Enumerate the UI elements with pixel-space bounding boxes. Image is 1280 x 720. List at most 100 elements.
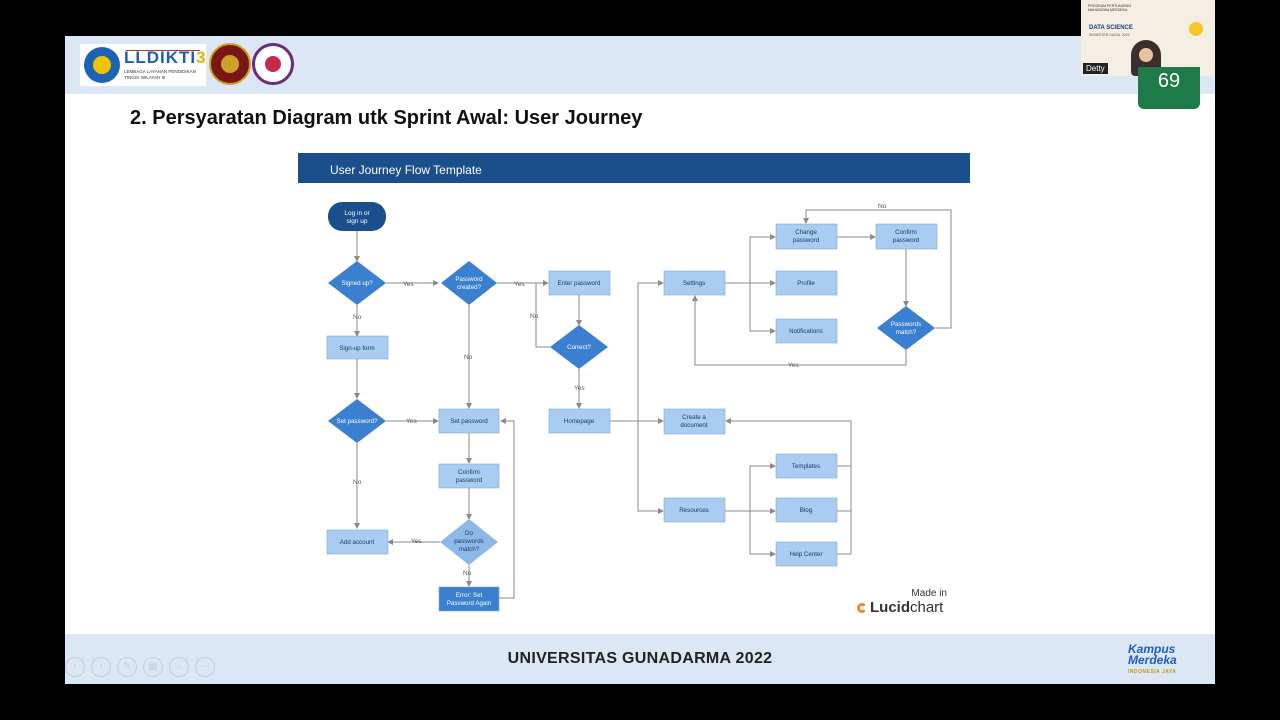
- lldikti-logo: LLDIKTI3 LEMBAGA LAYANAN PENDIDIKAN TING…: [79, 43, 207, 87]
- edge-label-yes: Yes: [411, 538, 422, 545]
- svg-text:Help Center: Help Center: [789, 551, 822, 558]
- more-options-icon[interactable]: ⋯: [195, 657, 215, 677]
- grid-view-icon[interactable]: ▦: [143, 657, 163, 677]
- svg-text:Add account: Add account: [340, 539, 375, 546]
- decision-set-password: [328, 399, 386, 443]
- svg-text:Set password: Set password: [450, 418, 488, 425]
- edge-label-no: No: [878, 203, 887, 210]
- lldikti-subtitle: LEMBAGA LAYANAN PENDIDIKAN TINGGI WILAYA…: [124, 69, 196, 80]
- node-templates: [775, 453, 838, 479]
- edge-label-no: No: [530, 313, 539, 320]
- lldikti-number: 3: [196, 48, 207, 67]
- lucidchart-watermark: Made in Lucidchart: [857, 588, 947, 616]
- edge-label-yes: Yes: [574, 385, 585, 392]
- node-profile: [775, 270, 838, 296]
- process-labels: Enter password Homepage Sign-up form Set…: [339, 229, 920, 607]
- decision-passwords-match-2: [877, 306, 935, 350]
- banner-subtitle: SEMESTER GASAL 2022: [1089, 33, 1130, 37]
- edge-label-no: No: [353, 479, 362, 486]
- previous-slide-icon[interactable]: ‹: [65, 657, 85, 677]
- edge-label-no: No: [353, 314, 362, 321]
- edge-label-no: No: [463, 570, 472, 577]
- node-signup-form: [326, 335, 389, 360]
- pen-icon[interactable]: ✎: [117, 657, 137, 677]
- counter-badge: 69: [1138, 67, 1200, 109]
- decision-signed-up: [328, 261, 386, 305]
- lldikti-wordmark: LLDIKTI: [124, 48, 197, 67]
- banner-title: DATA SCIENCE: [1089, 25, 1133, 31]
- next-slide-icon[interactable]: ›: [91, 657, 111, 677]
- slideshow-controls[interactable]: ‹ › ✎ ▦ ⌕ ⋯: [65, 656, 245, 680]
- node-add-account: [326, 529, 389, 555]
- node-error-set-again: [438, 586, 500, 612]
- footer-university: UNIVERSITAS GUNADARMA 2022: [507, 650, 773, 667]
- page-title: 2. Persyaratan Diagram utk Sprint Awal: …: [130, 107, 643, 129]
- participant-face: [1139, 48, 1153, 62]
- decision-password-created: [441, 261, 497, 305]
- edge-label-yes: Yes: [406, 418, 417, 425]
- presentation-slide: LLDIKTI3 LEMBAGA LAYANAN PENDIDIKAN TING…: [65, 36, 1215, 684]
- node-confirm-password-2: [875, 223, 938, 250]
- decision-passwords-match-1: [440, 519, 498, 565]
- svg-text:Enter password: Enter password: [558, 280, 602, 287]
- decision-nodes: [328, 261, 935, 565]
- node-set-password: [438, 408, 500, 434]
- svg-text:Notifications: Notifications: [789, 328, 823, 335]
- lucidchart-logo-icon: [857, 603, 867, 613]
- university-seal-icon: [252, 43, 294, 85]
- edge-label-no: No: [464, 354, 473, 361]
- made-in-label: Made in: [911, 588, 947, 599]
- node-help-center: [775, 541, 838, 567]
- participant-name: Detty: [1083, 63, 1108, 74]
- node-login-terminal: [328, 202, 386, 231]
- node-confirm-password: [438, 463, 500, 489]
- edge-label-yes: Yes: [403, 281, 414, 288]
- node-blog: [775, 497, 838, 523]
- zoom-icon[interactable]: ⌕: [169, 657, 189, 677]
- kampus-merdeka-logo: Kampus Merdeka INDONESIA JAYA: [1128, 642, 1177, 675]
- svg-text:Sign-up form: Sign-up form: [339, 345, 374, 352]
- lightbulb-icon: [1189, 22, 1203, 36]
- skyline-decoration: [126, 44, 200, 51]
- node-create-document: [663, 408, 726, 435]
- user-journey-flowchart: User Journey Flow Template: [298, 153, 970, 612]
- svg-text:Homepage: Homepage: [564, 418, 595, 425]
- svg-text:Profile: Profile: [797, 280, 815, 287]
- process-nodes: [326, 223, 938, 612]
- label-correct: Correct?: [567, 344, 591, 351]
- ministry-seal-icon: [209, 43, 251, 85]
- node-change-password: [775, 223, 838, 250]
- diagram-header-bar: [298, 153, 970, 183]
- slide-footer-band: [65, 634, 1215, 684]
- banner-header: PROGRAM PERTUKARAN MAHASISWA MERDEKA: [1088, 4, 1131, 12]
- edge-label-yes: Yes: [514, 281, 525, 288]
- lucidchart-brand: Lucidchart: [857, 599, 947, 616]
- node-settings: [663, 270, 726, 296]
- tut-wuri-emblem-icon: [84, 47, 120, 83]
- label-set-password-q: Set password?: [337, 418, 378, 425]
- node-notifications: [775, 318, 838, 344]
- svg-text:Templates: Templates: [792, 463, 820, 470]
- node-resources: [663, 497, 726, 523]
- node-enter-password: [548, 270, 611, 296]
- svg-text:Resources: Resources: [679, 507, 709, 514]
- svg-text:Settings: Settings: [683, 280, 705, 287]
- participant-video-tile[interactable]: PROGRAM PERTUKARAN MAHASISWA MERDEKA DAT…: [1081, 0, 1215, 76]
- diagram-header-title: User Journey Flow Template: [330, 163, 482, 177]
- svg-text:Blog: Blog: [800, 507, 813, 514]
- node-homepage: [548, 408, 611, 434]
- label-signed-up: Signed up?: [341, 280, 373, 287]
- flow-connectors: [354, 209, 952, 599]
- slide-header-band: LLDIKTI3 LEMBAGA LAYANAN PENDIDIKAN TING…: [65, 36, 1215, 94]
- edge-labels: Yes No Yes No No Yes Yes No Yes No No Ye…: [353, 203, 887, 577]
